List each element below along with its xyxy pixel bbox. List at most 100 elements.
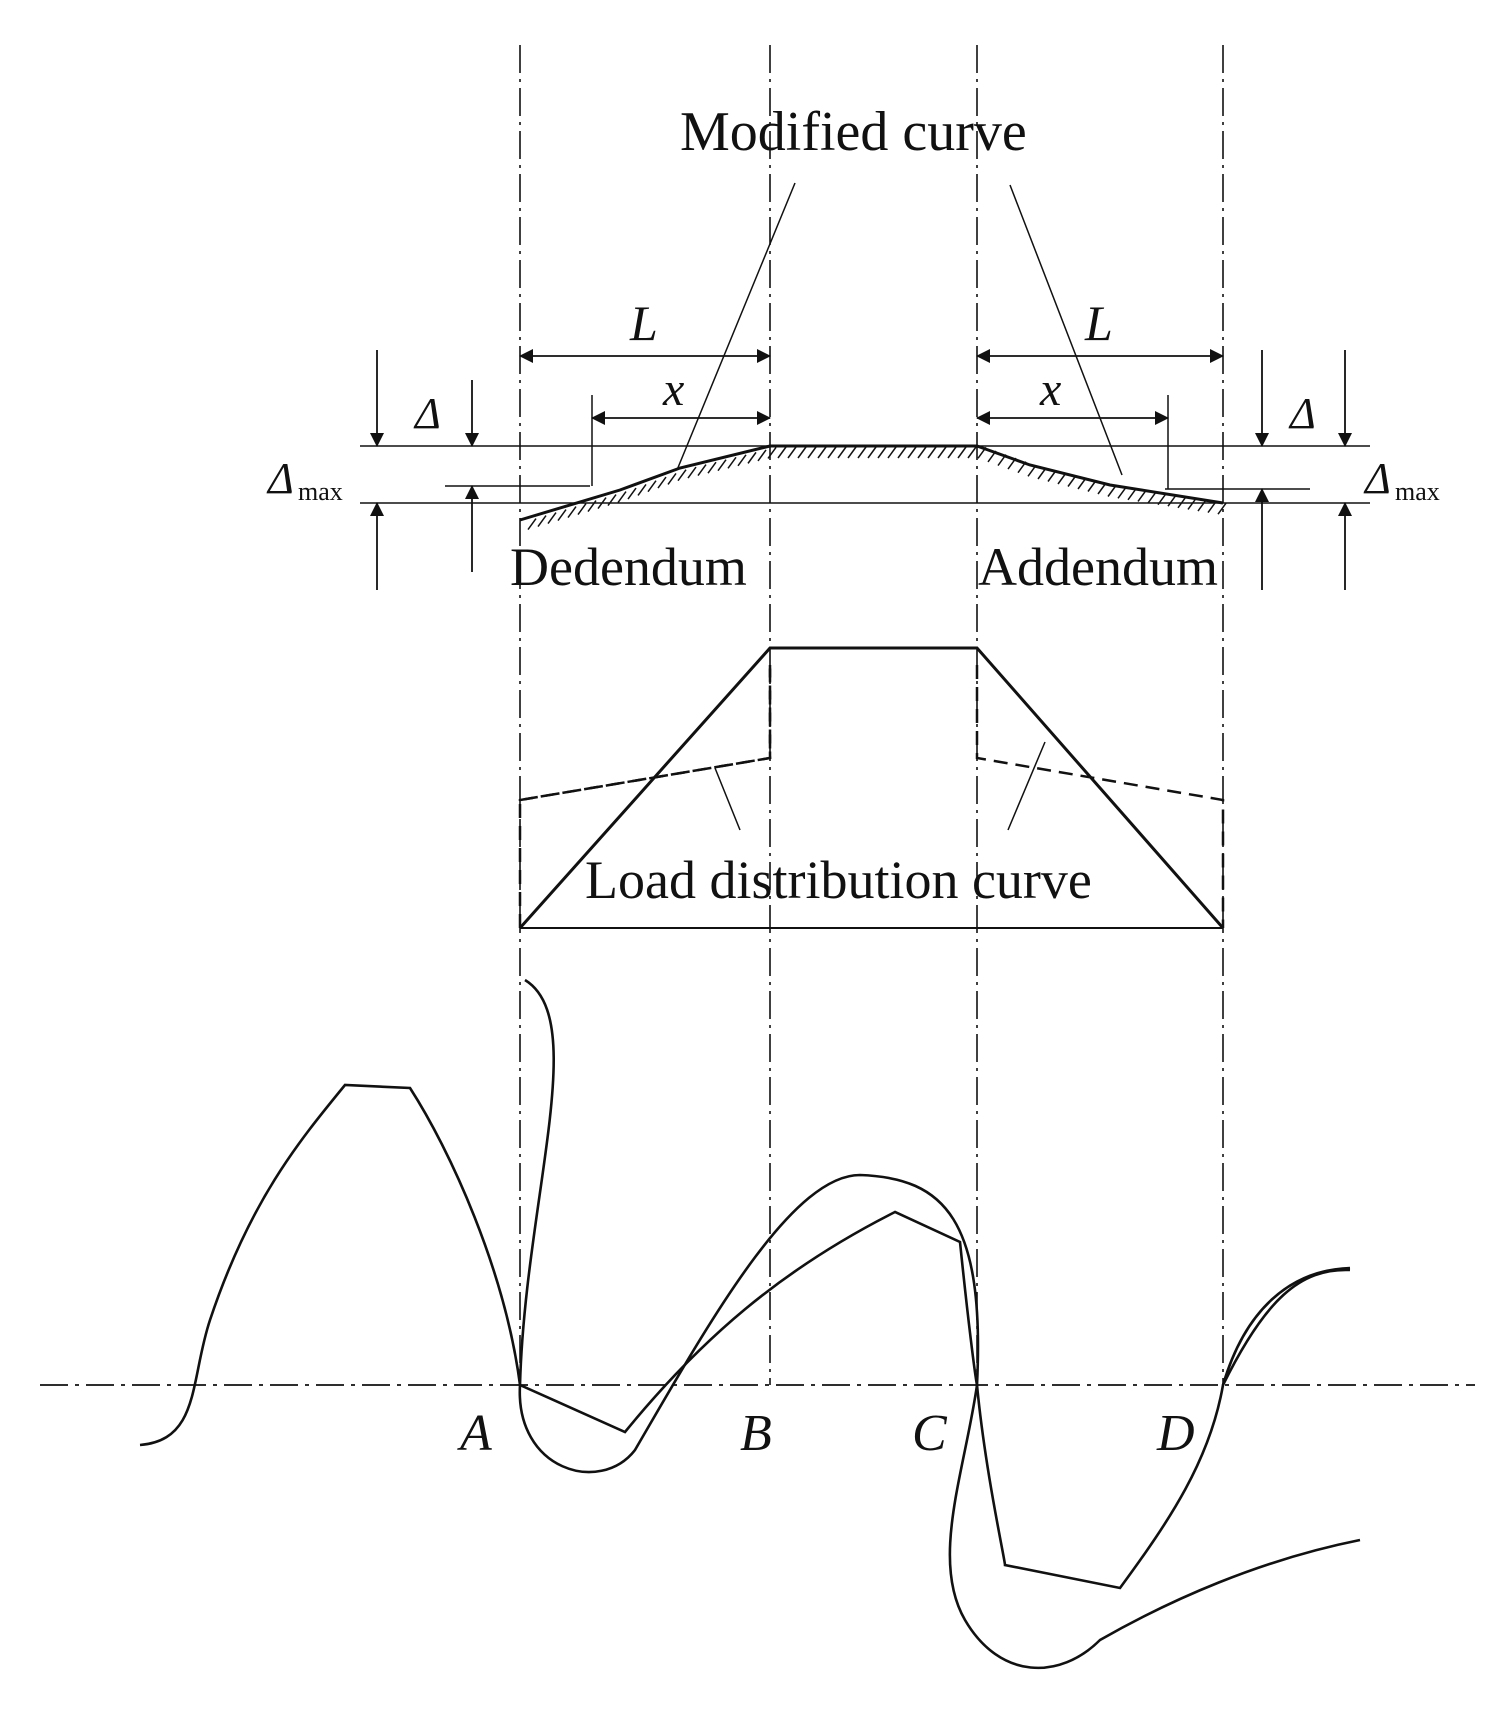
hatch-stroke (1137, 490, 1147, 502)
hatch-stroke (1007, 457, 1017, 470)
hatch-stroke (907, 446, 917, 459)
hatch-stroke (967, 446, 977, 459)
hatch-stroke (1057, 472, 1067, 485)
gear-mesh-section (139, 978, 1361, 1670)
hatch-stroke (1197, 499, 1207, 512)
hatch-stroke (687, 466, 697, 479)
hatch-stroke (937, 446, 947, 459)
hatch-stroke (767, 447, 777, 459)
hatch-stroke (947, 446, 957, 459)
hatch-stroke (917, 446, 927, 459)
delta-max-subscript-left: max (298, 477, 343, 506)
hatch-stroke (1077, 477, 1087, 490)
hatch-stroke (1017, 461, 1027, 474)
hatch-stroke (637, 483, 647, 496)
load-distribution-section: Load distribution curve (518, 646, 1225, 929)
dedendum-label: Dedendum (510, 537, 747, 597)
hatch-stroke (867, 446, 877, 459)
hatch-stroke (647, 480, 657, 493)
hatch-stroke (1067, 475, 1077, 487)
hatch-stroke (547, 512, 557, 525)
hatch-stroke (977, 446, 987, 459)
load-distribution-unmodified-path (518, 665, 1225, 928)
hatch-stroke (1187, 497, 1197, 510)
gear-tooth-profile-1 (139, 1083, 979, 1447)
hatch-stroke (597, 497, 607, 510)
modified-profile-curve (519, 444, 1224, 522)
modified-curve-leader-right (1009, 184, 1123, 476)
x-label-right: x (1039, 363, 1061, 416)
hatch-stroke (677, 469, 687, 482)
delta-max-symbol-right: Δ (1363, 454, 1391, 503)
hatch-stroke (1027, 464, 1037, 477)
hatch-stroke (1047, 470, 1057, 482)
hatch-stroke (717, 459, 727, 472)
hatch-stroke (1037, 467, 1047, 480)
gear-tooth-profile-2 (518, 978, 980, 1474)
hatch-stroke (1177, 496, 1187, 509)
hatch-stroke (827, 446, 837, 459)
hatch-stroke (857, 446, 867, 459)
hatch-stroke (1157, 493, 1167, 506)
vertical-construction-lines (519, 45, 1224, 1385)
delta-max-subscript-right: max (1395, 477, 1440, 506)
hatch-stroke (817, 446, 827, 459)
load-label-leader-left (714, 767, 741, 831)
point-C-label: C (912, 1405, 948, 1462)
hatch-stroke (727, 456, 737, 469)
hatch-stroke (657, 476, 667, 489)
gear-tooth-profile-4 (948, 1384, 1361, 1670)
hatch-stroke (1117, 486, 1127, 499)
hatch-stroke (617, 491, 627, 504)
hatch-stroke (797, 446, 807, 459)
hatch-stroke (667, 472, 677, 485)
hatch-stroke (527, 518, 537, 531)
hatch-stroke (737, 454, 747, 467)
L-label-right: L (1084, 295, 1113, 351)
hatch-stroke (747, 451, 757, 464)
hatch-stroke (577, 503, 587, 516)
load-distribution-modified (518, 646, 1225, 929)
hatch-stroke (627, 487, 637, 500)
hatch-stroke (987, 450, 997, 463)
hatch-stroke (1147, 491, 1157, 504)
hatch-stroke (1167, 494, 1177, 507)
hatch-stroke (807, 446, 817, 459)
delta-label-right: Δ (1288, 389, 1316, 438)
hatch-stroke (587, 500, 597, 513)
hatch-stroke (1097, 482, 1107, 495)
point-A-label: A (457, 1405, 492, 1462)
load-distribution-label: Load distribution curve (585, 850, 1092, 910)
hatch-stroke (877, 446, 887, 459)
hatch-stroke (567, 506, 577, 519)
hatch-stroke (557, 509, 567, 522)
load-distribution-unmodified (518, 665, 772, 802)
profile-modification-section: Modified curve L L x x Δ Δ max (266, 101, 1440, 597)
hatch-stroke (837, 446, 847, 459)
hatch-stroke (607, 494, 617, 507)
hatch-stroke (1127, 488, 1137, 501)
hatch-stroke (1087, 480, 1097, 492)
load-label-leader-right (1007, 741, 1046, 831)
hatch-stroke (697, 464, 707, 477)
modified-curve-label: Modified curve (680, 101, 1027, 163)
delta-max-symbol-left: Δ (266, 454, 294, 503)
hatch-stroke (1107, 485, 1117, 497)
hatch-stroke (927, 446, 937, 459)
delta-label-left: Δ (413, 389, 441, 438)
hatch-stroke (707, 461, 717, 474)
hatch-stroke (777, 446, 787, 459)
hatch-stroke (537, 515, 547, 528)
hatch-stroke (997, 454, 1007, 466)
addendum-label: Addendum (978, 537, 1218, 597)
gear-tooth-profile-5 (1221, 1266, 1351, 1386)
hatch-stroke (757, 449, 767, 462)
point-B-label: B (740, 1405, 772, 1462)
modified-curve-leader-left (676, 182, 796, 471)
gear-tooth-profile-3 (975, 1268, 1351, 1590)
x-label-left: x (662, 363, 684, 416)
hatch-stroke (897, 446, 907, 459)
point-D-label: D (1156, 1405, 1195, 1462)
L-label-left: L (629, 295, 658, 351)
